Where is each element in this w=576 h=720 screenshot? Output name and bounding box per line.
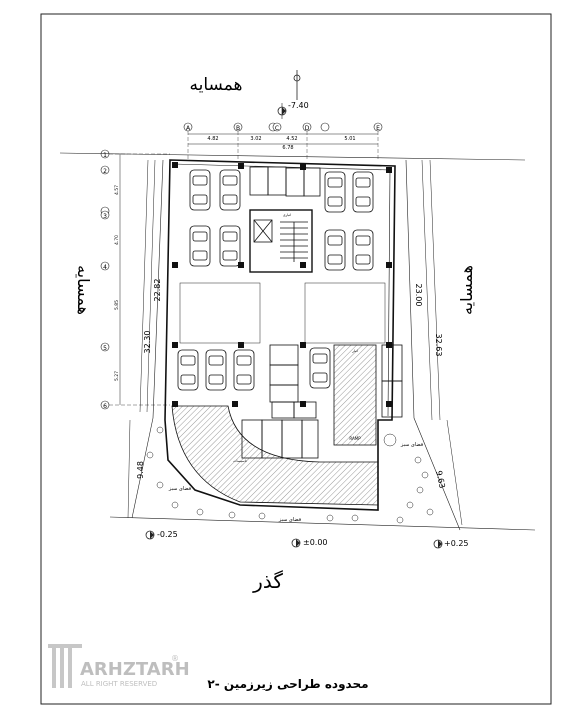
planter-label-3: فضای سبز xyxy=(278,517,302,523)
grid-row-6: 6 xyxy=(103,403,107,410)
site-boundary: 32.30 22.82 32.63 23.00 9.48 9.63 xyxy=(59,152,536,531)
grid-row-2: 2 xyxy=(103,168,107,175)
neighbor-label-top: همسایه xyxy=(190,75,243,95)
dim-top-2: 3.02 xyxy=(250,136,261,142)
level-marker-bottom-right: +0.25 xyxy=(433,539,469,549)
brand-logo: ARHZTARH ® ALL RIGHT RESERVED xyxy=(48,644,190,688)
level-bl-text: -0.25 xyxy=(157,530,178,539)
drawing-title: محدوده طراحی زیرزمین -۲ xyxy=(207,677,368,692)
dim-left-total: 32.30 xyxy=(143,331,152,354)
grid-row-1: 1 xyxy=(103,152,107,159)
grid-col-e: E xyxy=(376,125,380,132)
north-arrow-icon xyxy=(293,70,301,100)
room-label-2: انبار xyxy=(351,349,358,353)
building-outline xyxy=(164,159,396,511)
sheet-border xyxy=(40,13,552,705)
dim-bottom-right: 9.63 xyxy=(434,470,447,489)
stair-core xyxy=(249,209,313,273)
dim-bottom-left: 9.48 xyxy=(136,461,145,479)
dim-top-3: 4.52 xyxy=(286,136,297,142)
grid-rows: 1 2 3 4 5 6 4.57 4.70 5.85 5.27 xyxy=(100,149,170,410)
dim-top-total: 6.78 xyxy=(282,145,293,151)
grid-col-b: B xyxy=(236,125,240,132)
storage-cells-top xyxy=(249,166,321,197)
room-label-1: انباری xyxy=(283,213,292,217)
brand-sub: ALL RIGHT RESERVED xyxy=(81,680,157,688)
neighbor-label-left: همسایه xyxy=(74,265,93,315)
dim-left-row-2: 4.70 xyxy=(114,235,120,245)
planter-label-2: فضای سبز xyxy=(168,486,192,492)
grid-row-3: 3 xyxy=(103,213,107,220)
dim-right-inner: 23.00 xyxy=(414,284,423,307)
dim-top-4: 5.01 xyxy=(344,136,355,142)
ramp-curved xyxy=(171,405,379,506)
grid-row-4: 4 xyxy=(103,264,107,271)
dim-left-inner: 22.82 xyxy=(153,279,162,302)
level-marker-bottom-center: ±0.00 xyxy=(291,538,328,548)
level-bc-text: ±0.00 xyxy=(303,538,328,547)
level-top-text: -7.40 xyxy=(288,101,309,110)
parking-bays xyxy=(179,282,386,344)
parking-cars xyxy=(177,169,374,391)
grid-columns: A B C D E 4.82 3.02 4.52 5.01 6.78 xyxy=(183,122,383,160)
dim-right-total: 32.63 xyxy=(434,334,443,357)
room-label-3: تاسیسات xyxy=(233,459,247,463)
planter-label-1: فضای سبز xyxy=(400,442,424,448)
grid-row-5: 5 xyxy=(103,345,107,352)
grid-col-d: D xyxy=(305,125,310,132)
ramp-straight: RAMP xyxy=(333,344,377,446)
grid-col-c: C xyxy=(275,125,279,132)
dim-left-row-1: 4.57 xyxy=(114,185,120,195)
brand-symbol: ® xyxy=(171,654,179,663)
brand-name: ARHZTARH xyxy=(80,659,190,680)
level-marker-bottom-left: -0.25 xyxy=(145,530,178,540)
neighbor-label-right: همسایه xyxy=(457,265,476,315)
grid-col-a: A xyxy=(186,125,191,132)
level-br-text: +0.25 xyxy=(444,539,469,548)
street-label: گذر xyxy=(252,569,283,593)
level-marker-top: -7.40 xyxy=(277,101,309,119)
dim-left-row-3: 5.85 xyxy=(114,300,120,310)
dim-top-1: 4.82 xyxy=(207,136,218,142)
tree-icon-group xyxy=(146,426,434,524)
dim-left-row-4: 5.27 xyxy=(114,371,120,381)
ramp-label: RAMP xyxy=(349,436,361,441)
